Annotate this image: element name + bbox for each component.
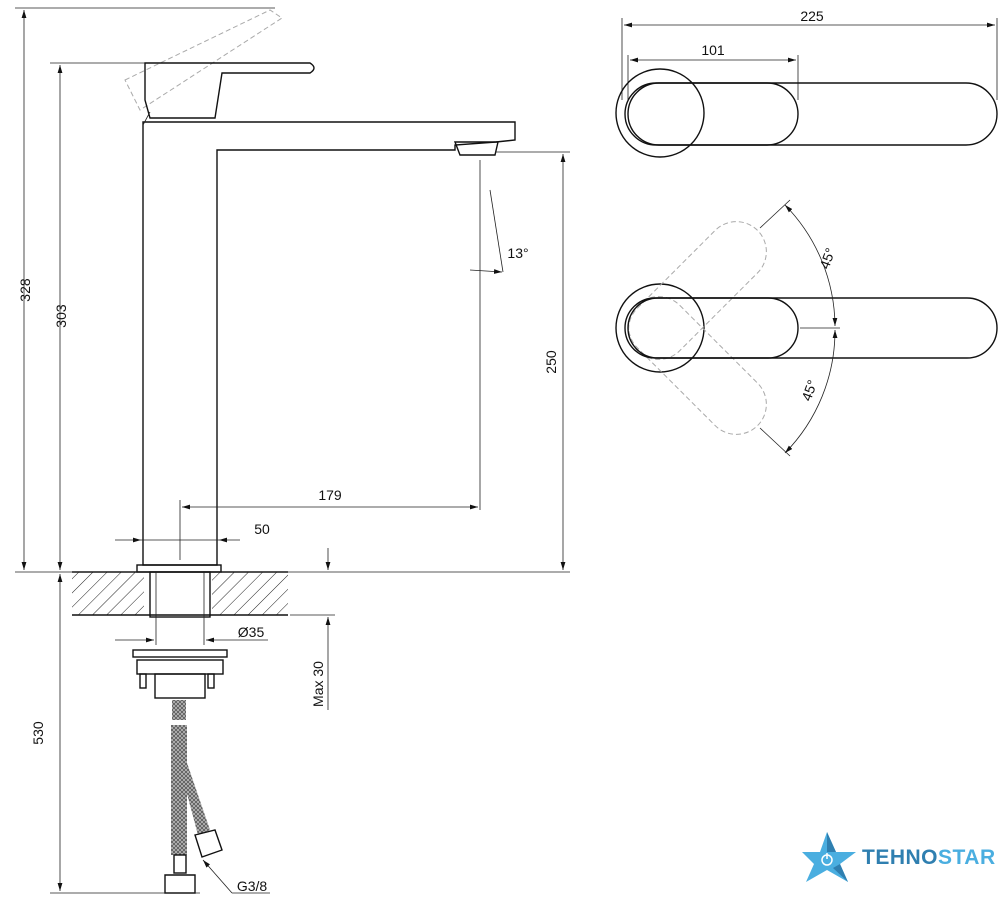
dim-thread: G3/8 — [237, 878, 268, 894]
top-view-closed — [615, 18, 998, 158]
tehnostar-logo-star-icon — [802, 832, 856, 882]
dimension-lines — [15, 7, 570, 894]
dim-spout-height: 303 — [53, 304, 69, 328]
dim-shank-diameter: Ø35 — [238, 624, 265, 640]
dim-rotation-down: 45° — [798, 378, 820, 403]
dim-max-counter: Max 30 — [310, 661, 326, 707]
aerator — [453, 141, 499, 156]
dim-outlet-height: 250 — [543, 350, 559, 374]
logo-text-part2: STAR — [938, 846, 996, 869]
supply-hoses — [164, 700, 223, 894]
dim-top-length: 225 — [800, 8, 824, 24]
faucet-side-view — [124, 9, 516, 566]
dim-flow-angle: 13° — [507, 245, 528, 261]
dim-rotation-up: 45° — [816, 246, 838, 271]
dim-body-width: 50 — [254, 521, 270, 537]
logo-text-part1: TEHNO — [862, 846, 938, 869]
top-view-rotation — [615, 199, 998, 457]
dim-total-height: 328 — [17, 278, 33, 302]
dim-hose-length: 530 — [30, 721, 46, 745]
handle-lever — [144, 62, 315, 119]
dim-spout-reach: 179 — [318, 487, 342, 503]
countertop-section — [72, 564, 288, 699]
tehnostar-logo: TEHNOSTAR — [862, 846, 996, 870]
handle-open-ghost — [124, 9, 283, 111]
dim-handle-length: 101 — [701, 42, 725, 58]
